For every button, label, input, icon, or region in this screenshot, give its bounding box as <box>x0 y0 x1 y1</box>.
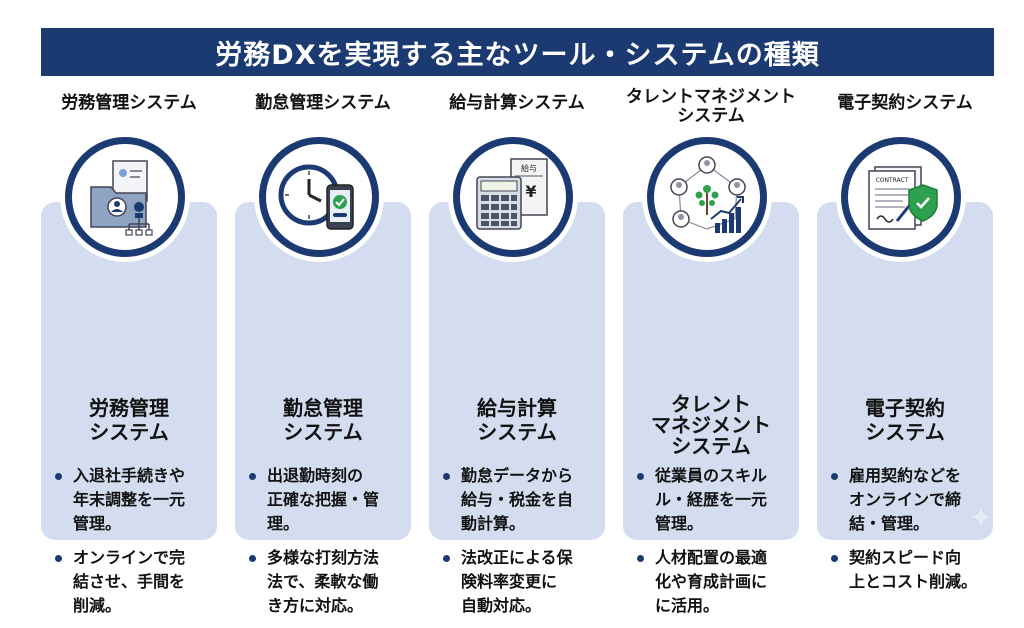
column-talent-management: タレントマネジメント システム タレント マネジメント システム 従業員のスキル… <box>623 88 799 615</box>
payslip-label: 給与 <box>521 163 537 173</box>
folder-users-icon <box>90 160 153 236</box>
column-heading: 給与計算システム <box>449 93 585 113</box>
network-growth-icon <box>670 156 746 233</box>
icon-circle: 給与 ¥ <box>453 137 573 257</box>
sparkle-icon <box>971 507 991 527</box>
contract-shield-icon: CONTRACT <box>868 166 938 230</box>
bullet-item: 出退勤時刻の 正確な把握・管 理。 <box>249 464 415 536</box>
bullet-list: 勤怠データから 給与・税金を自 動計算。 法改正による保 険料率変更に 自動対応… <box>443 464 609 628</box>
bullet-item: 契約スピード向 上とコスト削減。 <box>831 546 997 594</box>
bullet-item: 多様な打刻方法 法で、柔軟な働 き方に対応。 <box>249 546 415 618</box>
column-labor-management: 労務管理システム 労務管理 システム 入退社手続きや 年末調整を一元 管理。 オ… <box>41 90 217 615</box>
card-title: タレント マネジメント システム <box>651 392 771 458</box>
column-attendance-management: 勤怠管理システム 勤怠管理 システム 出退勤時刻の 正確な把握・管 理。 多様な… <box>235 90 411 615</box>
icon-circle: CONTRACT <box>841 137 961 257</box>
bullet-list: 雇用契約などを オンラインで締 結・管理。 契約スピード向 上とコスト削減。 <box>831 464 997 604</box>
bullet-item: 勤怠データから 給与・税金を自 動計算。 <box>443 464 609 536</box>
column-heading: 労務管理システム <box>61 93 197 113</box>
column-e-contract: 電子契約システム 電子契約 システム 雇用契約などを オンラインで締 結・管理。… <box>817 90 993 591</box>
column-heading: 勤怠管理システム <box>255 93 391 113</box>
calculator-yen-icon: 給与 ¥ <box>476 158 548 230</box>
bullet-item: 雇用契約などを オンラインで締 結・管理。 <box>831 464 997 536</box>
column-heading: タレントマネジメント システム <box>626 87 796 126</box>
card: 給与計算 システム 勤怠データから 給与・税金を自 動計算。 法改正による保 険… <box>429 202 605 615</box>
card-title: 勤怠管理 システム <box>283 396 363 444</box>
yen-icon: ¥ <box>525 182 536 201</box>
column-payroll: 給与計算システム 給与計算 システム 勤怠データから 給与・税金を自 動計算。 … <box>429 90 605 615</box>
bullet-list: 入退社手続きや 年末調整を一元 管理。 オンラインで完 結させ、手間を 削減。 <box>55 464 221 628</box>
bullet-list: 出退勤時刻の 正確な把握・管 理。 多様な打刻方法 法で、柔軟な働 き方に対応。 <box>249 464 415 628</box>
bullet-item: 従業員のスキル ル・経歴を一元 管理。 <box>637 464 803 536</box>
bullet-item: オンラインで完 結させ、手間を 削減。 <box>55 546 221 618</box>
card-title: 給与計算 システム <box>477 396 557 444</box>
icon-circle <box>259 137 379 257</box>
card-title: 電子契約 システム <box>865 396 945 444</box>
card: タレント マネジメント システム 従業員のスキル ル・経歴を一元 管理。 人材配… <box>623 202 799 615</box>
bullet-item: 入退社手続きや 年末調整を一元 管理。 <box>55 464 221 536</box>
clock-phone-icon <box>278 164 354 230</box>
icon-circle <box>647 137 767 257</box>
column-heading: 電子契約システム <box>837 93 973 113</box>
card-title: 労務管理 システム <box>89 396 169 444</box>
page-title: 労務DXを実現する主なツール・システムの種類 <box>41 28 994 76</box>
bullet-item: 人材配置の最適 化や育成計画に に活用。 <box>637 546 803 618</box>
bullet-item: 法改正による保 険料率変更に 自動対応。 <box>443 546 609 618</box>
contract-label: CONTRACT <box>876 177 909 184</box>
bullet-list: 従業員のスキル ル・経歴を一元 管理。 人材配置の最適 化や育成計画に に活用。 <box>637 464 803 628</box>
icon-circle <box>65 137 185 257</box>
